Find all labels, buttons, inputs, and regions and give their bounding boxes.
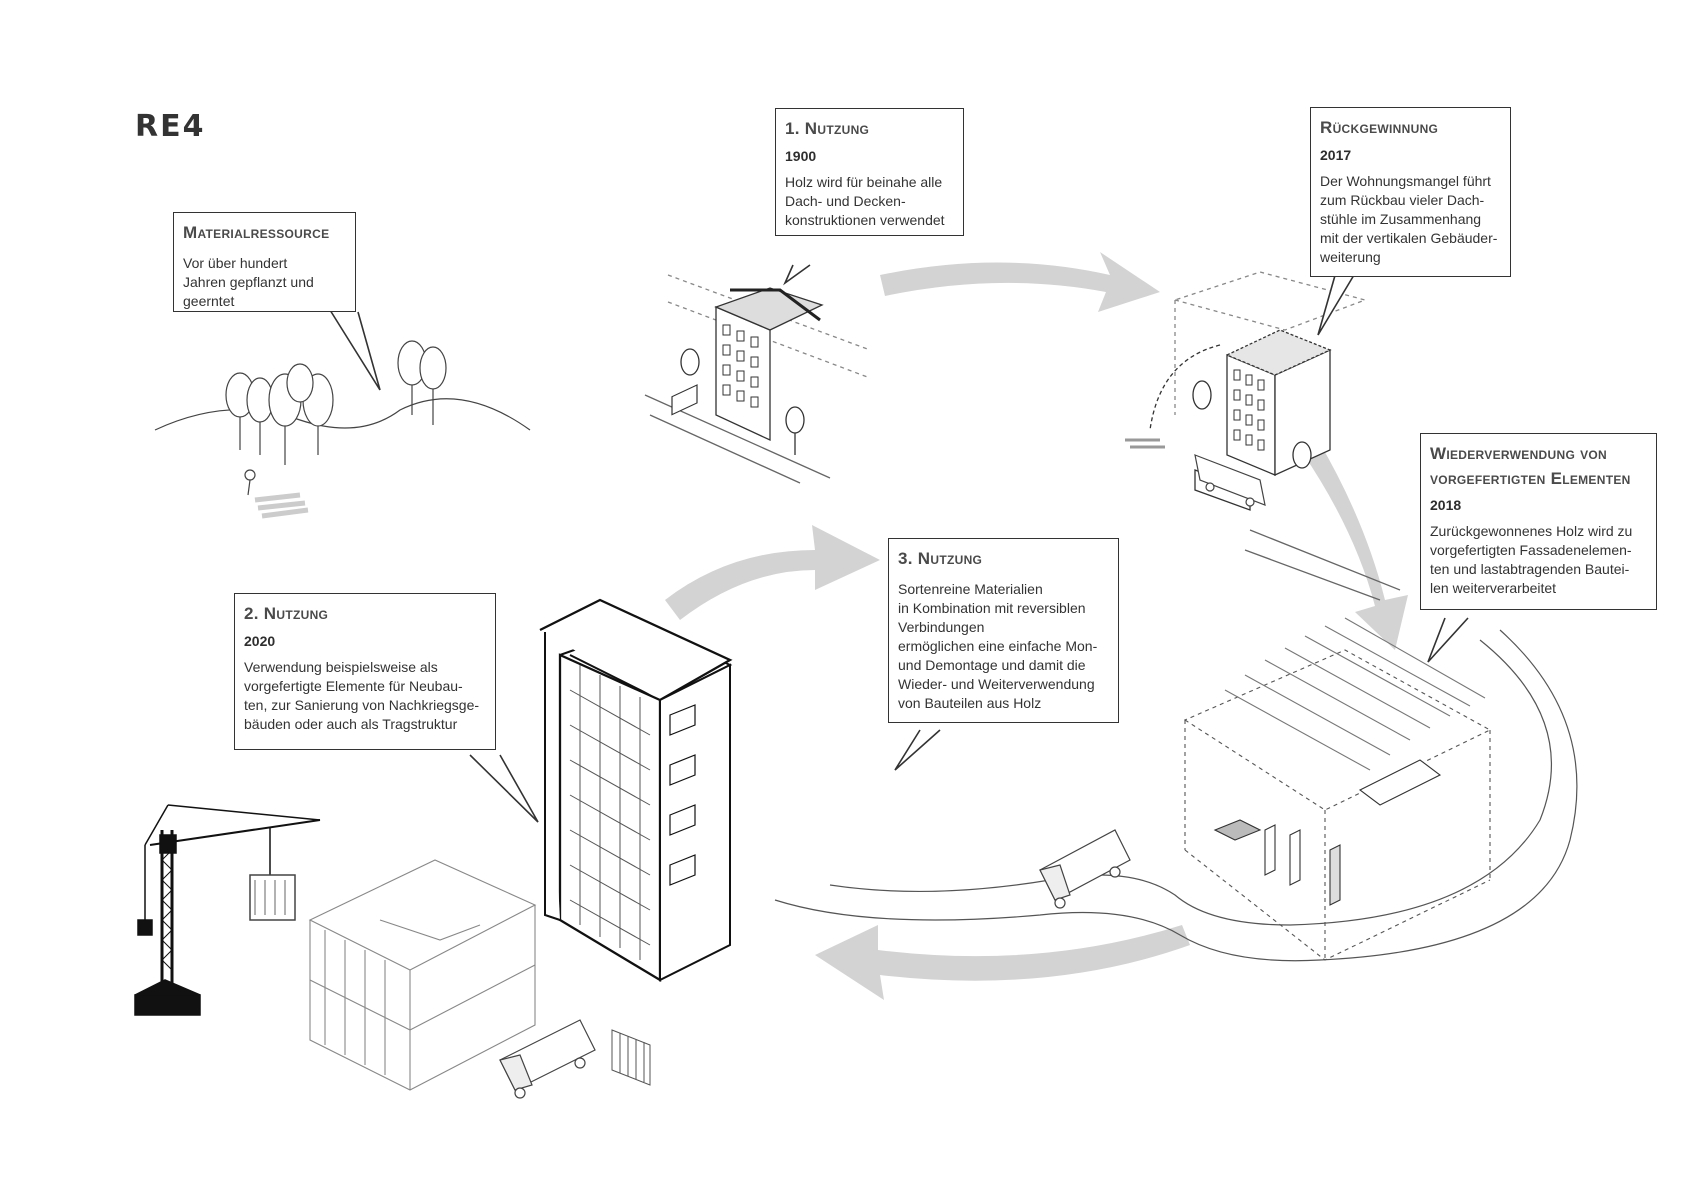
box-reuse-text: Zurückgewonnenes Holz wird zu vorgeferti… <box>1430 523 1633 597</box>
trees-illustration <box>154 340 531 519</box>
box-recovery: Rückgewinnung 2017 Der Wohnungsmangel fü… <box>1310 107 1511 277</box>
truck-icon-2 <box>499 1019 596 1099</box>
re4-logo: RE4 <box>135 109 205 144</box>
box-recovery-title: Rückgewinnung <box>1320 118 1439 137</box>
box-use2-year: 2020 <box>244 632 276 649</box>
old-building-illustration <box>644 274 871 484</box>
box-use2-text: Verwendung beispielsweise als vorgeferti… <box>244 658 480 732</box>
logo-text: RE4 <box>135 109 205 144</box>
box-material: Materialressource Vor über hundert Jahre… <box>173 212 356 312</box>
box-material-title: Materialressource <box>183 223 330 242</box>
cycle-arrow-bottom <box>815 925 1190 1000</box>
box-use2: 2. Nutzung 2020 Verwendung beispielsweis… <box>234 593 496 750</box>
box-use3-title: 3. Nutzung <box>898 549 983 568</box>
panel-element <box>611 1029 651 1086</box>
cycle-arrow-right <box>1302 440 1408 650</box>
roads <box>774 629 1578 962</box>
frame-building-illustration <box>308 859 537 1091</box>
box-use1-year: 1900 <box>785 147 817 164</box>
box-material-text: Vor über hundert Jahren gepflanzt und ge… <box>183 254 314 309</box>
box-use3: 3. Nutzung Sortenreine Materialien in Ko… <box>888 538 1119 723</box>
new-tower-illustration <box>539 384 733 983</box>
callout-tails <box>329 264 1469 823</box>
box-use1: 1. Nutzung 1900 Holz wird für beinahe al… <box>775 108 964 236</box>
box-recovery-year: 2017 <box>1320 146 1352 163</box>
box-use1-title: 1. Nutzung <box>785 119 870 138</box>
truck-icon <box>1039 829 1131 909</box>
bus-icon <box>1194 454 1266 507</box>
box-reuse-title: Wiederverwendung von vorgefertigten Elem… <box>1430 444 1631 488</box>
box-reuse: Wiederverwendung von vorgefertigten Elem… <box>1420 433 1657 610</box>
box-reuse-year: 2018 <box>1430 497 1462 514</box>
cycle-arrow-middle <box>665 525 880 620</box>
deconstruction-illustration <box>1125 271 1401 601</box>
factory-illustration <box>1183 617 1492 961</box>
box-use3-text: Sortenreine Materialien in Kombination m… <box>898 580 1098 711</box>
box-recovery-text: Der Wohnungsmangel führt zum Rückbau vie… <box>1320 172 1498 265</box>
crane-illustration <box>134 804 321 1016</box>
cycle-arrows <box>665 252 1408 1000</box>
box-use2-title: 2. Nutzung <box>244 604 329 623</box>
box-use1-text: Holz wird für beinahe alle Dach- und Dec… <box>785 173 945 228</box>
cycle-arrow-top <box>880 252 1160 312</box>
